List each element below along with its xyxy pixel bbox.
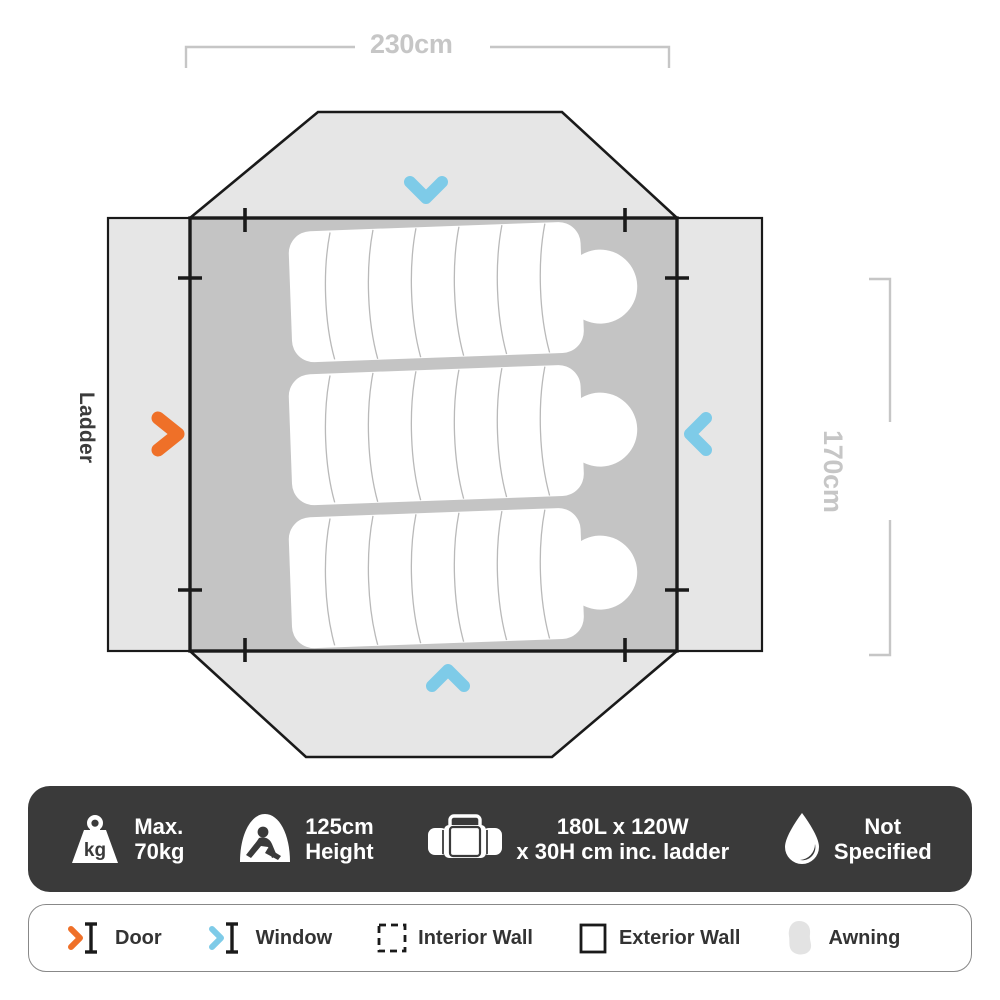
width-dimension-bracket: [184, 45, 671, 68]
sleeping-bag: [288, 508, 638, 649]
spec-label-max-weight: Max. 70kg: [134, 813, 185, 864]
legend-item-window: Window: [206, 921, 332, 955]
window-chevron-top-icon: [404, 176, 448, 204]
door-chevron-left-icon: [151, 411, 185, 457]
sleeping-bags-group: [288, 222, 638, 649]
spec-bar: kg Max. 70kg 125cm Height: [28, 786, 972, 892]
legend-bar: Door Window Interior Wall Exterior Wall: [28, 904, 972, 972]
depth-dimension-bracket: [869, 277, 892, 657]
window-chevron-right-icon: [684, 412, 712, 456]
awning-top: [186, 110, 681, 220]
svg-text:kg: kg: [84, 840, 106, 861]
sleeping-bag: [288, 222, 638, 363]
legend-label-door: Door: [115, 926, 162, 949]
legend-label-window: Window: [255, 926, 333, 949]
spec-label-height: 125cm Height: [305, 813, 374, 864]
depth-dimension-label: 170cm: [818, 430, 848, 513]
interior-wall-icon: [377, 923, 407, 953]
tent-interior-wall-outline: [188, 216, 679, 653]
spec-item-packed-size: 180L x 120W x 30H cm inc. ladder: [426, 814, 729, 864]
duffel-bag-icon: [428, 814, 503, 858]
width-dimension-label: 230cm: [370, 29, 453, 59]
legend-item-exterior-wall: Exterior Wall: [577, 922, 741, 954]
legend-label-exterior-wall: Exterior Wall: [618, 926, 741, 949]
legend-item-door: Door: [65, 921, 162, 955]
sleeping-bag: [288, 365, 638, 506]
weight-kg-icon: kg: [72, 815, 119, 863]
spec-item-height: 125cm Height: [237, 812, 374, 866]
awning-icon: [789, 921, 812, 955]
water-drop-icon: [784, 813, 819, 864]
spec-item-waterproof: Not Specified: [782, 811, 932, 867]
window-chevron-bottom-icon: [426, 664, 470, 692]
window-icon: [208, 922, 238, 954]
person-height-icon: [240, 814, 291, 862]
legend-label-awning: Awning: [828, 926, 901, 949]
door-icon: [68, 922, 97, 954]
exterior-wall-icon: [579, 923, 607, 954]
legend-item-interior-wall: Interior Wall: [376, 922, 533, 954]
spec-label-waterproof: Not Specified: [833, 813, 932, 864]
spec-item-max-weight: kg Max. 70kg: [68, 811, 185, 867]
ladder-label: Ladder: [75, 392, 98, 464]
legend-label-interior-wall: Interior Wall: [418, 926, 533, 949]
awning-bottom: [186, 649, 681, 759]
tent-diagram: 230cm 170cm Ladder: [75, 29, 892, 759]
wall-tick-marks: [178, 208, 689, 662]
spec-label-packed-size: 180L x 120W x 30H cm inc. ladder: [516, 813, 730, 864]
legend-item-awning: Awning: [784, 918, 900, 958]
